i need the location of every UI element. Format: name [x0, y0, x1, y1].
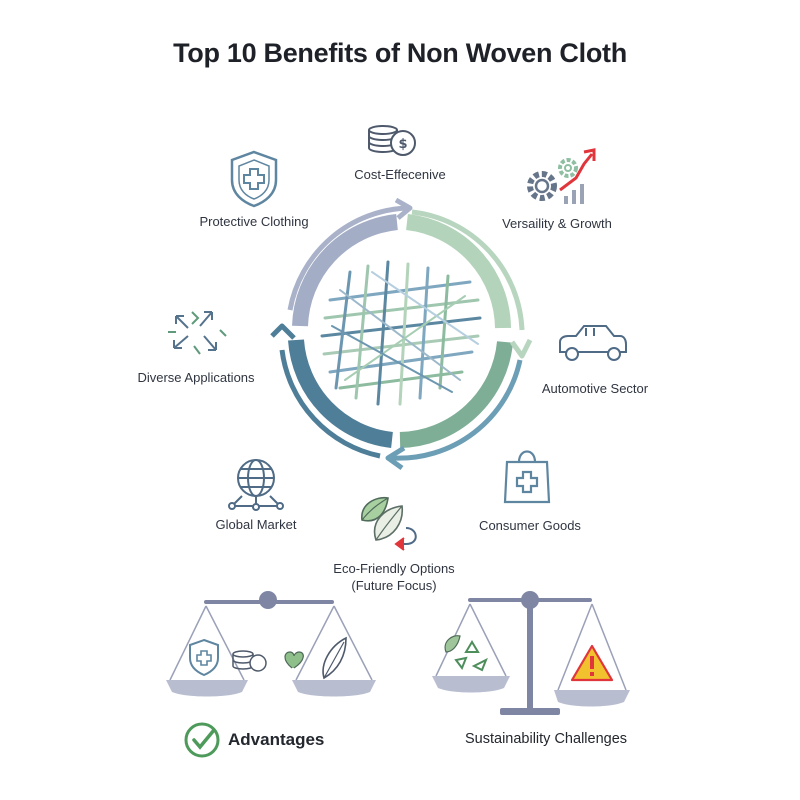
- advantages-label: Advantages: [228, 730, 325, 749]
- label-automotive-sector: Automotive Sector: [541, 381, 649, 396]
- arrows-scatter-icon: [168, 311, 227, 355]
- cycle-arc-lightgreen: [405, 214, 511, 329]
- cycle-arc-blue: [288, 339, 394, 448]
- leaf-arrow-icon: [361, 496, 417, 551]
- shopping-bag-icon: [503, 450, 551, 504]
- label-consumer-goods: Consumer Goods: [479, 518, 581, 533]
- label-eco-friendly-line1: Eco-Friendly Options: [333, 561, 455, 576]
- checkmark-icon: [184, 722, 220, 758]
- coins-icon: $: [368, 125, 416, 156]
- cycle-outer-arrow-top: [287, 205, 409, 311]
- challenges-label: Sustainability Challenges: [465, 731, 628, 747]
- label-eco-friendly-line2: (Future Focus): [351, 578, 437, 593]
- label-protective-clothing: Protective Clothing: [199, 214, 309, 229]
- cycle-arc-green: [399, 341, 513, 448]
- cycle-ring: [270, 197, 533, 471]
- label-cost-effective: Cost-Effecenive: [354, 167, 446, 182]
- nonwoven-mesh-icon: [320, 260, 482, 406]
- gears-growth-icon: [527, 148, 596, 204]
- globe-network-icon: [228, 459, 284, 511]
- car-icon: [559, 325, 627, 361]
- cycle-outer-arrow-right: [411, 209, 525, 331]
- svg-text:$: $: [398, 137, 407, 152]
- challenges-scale: [432, 591, 630, 715]
- label-eco-friendly: Eco-Friendly Options (Future Focus): [333, 560, 454, 594]
- label-global-market: Global Market: [215, 517, 297, 532]
- label-diverse-applications: Diverse Applications: [137, 370, 255, 385]
- cycle-outer-arrow-bottom: [391, 359, 523, 461]
- shield-cross-icon: [230, 150, 278, 208]
- cycle-outer-arrow-left: [279, 349, 381, 459]
- advantages-scale: [166, 591, 376, 697]
- cycle-arc-lavender: [292, 214, 398, 327]
- label-versatility-growth: Versaility & Growth: [502, 216, 612, 231]
- page-title: Top 10 Benefits of Non Woven Cloth: [173, 38, 627, 68]
